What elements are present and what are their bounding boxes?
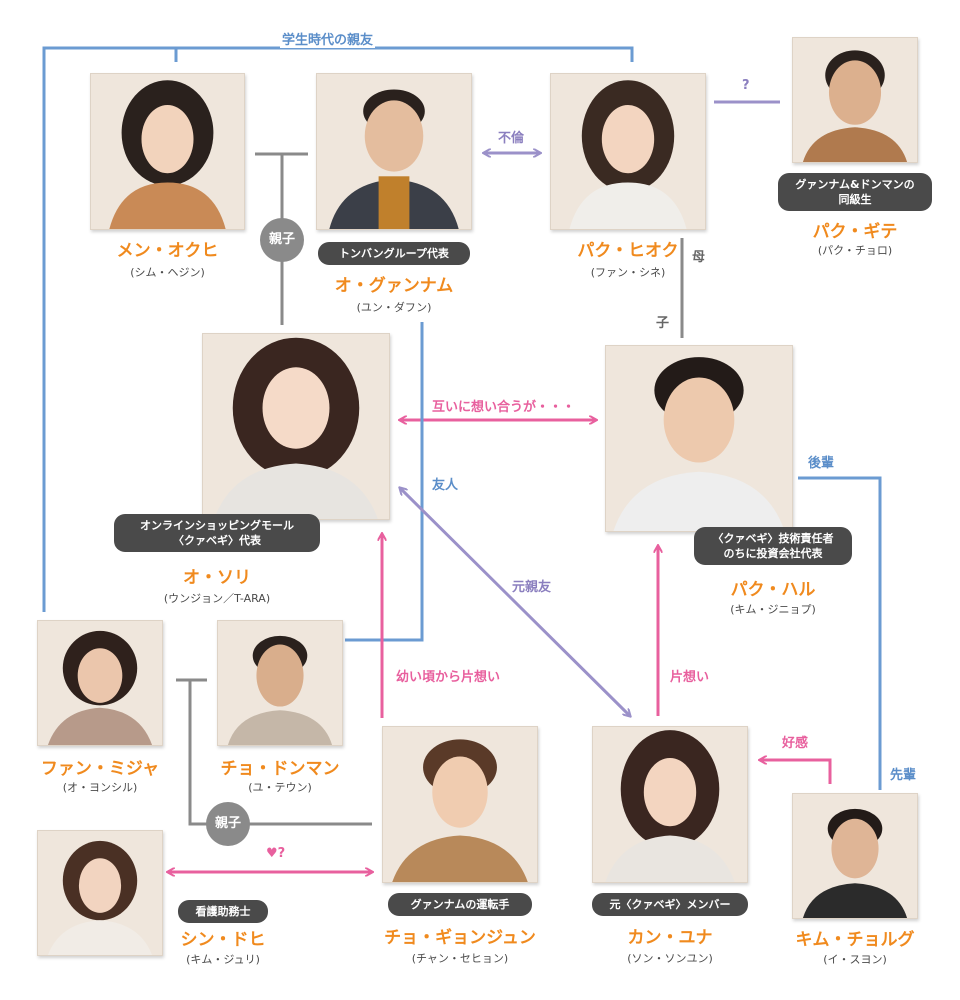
label-child: 子 [654,312,672,331]
label-friend: 友人 [430,474,461,493]
label-senior: 先輩 [888,764,919,783]
label-junior: 後輩 [806,452,837,471]
line-ex-best-friend [400,488,630,716]
photo-cho-gyeongjun [382,726,538,883]
name-oh-sori: オ・ソリ [183,568,251,588]
name-oh-gwannam: オ・グァンナム [334,276,454,296]
line-fondness [760,760,832,784]
label-mother: 母 [690,246,708,265]
actor-kang-yuna: (ソン・ソンユン) [627,952,713,965]
label-mutual-love: 互いに想い合うが・・・ [430,396,578,415]
label-childhood-crush: 幼い頃から片想い [394,666,503,685]
label-question: ? [740,78,752,93]
photo-kang-yuna [592,726,748,883]
role-badge-park-haru: 〈クァベギ〉技術責任者 のちに投資会社代表 [694,527,852,565]
actor-oh-gwannam: (ユン・ダフン) [356,301,432,314]
line-parent-child-2 [188,680,372,826]
actor-hwang-mija: (オ・ヨンシル) [62,781,138,794]
actor-cho-dongman: (ユ・テウン) [248,781,312,794]
role-badge-kang-yuna: 元〈クァベギ〉メンバー [592,893,748,916]
actor-min-okhee: (シム・ヘジン) [130,266,205,279]
name-kim-chorgu: キム・チョルグ [795,930,915,950]
name-cho-gyeongjun: チョ・ギョンジュン [384,928,536,948]
actor-kim-chorgu: (イ・スヨン) [823,953,887,966]
badge-parent-child-1: 親子 [260,218,304,262]
role-badge-shin-dohee: 看護助務士 [178,900,268,923]
label-one-sided: 片想い [668,666,712,685]
role-badge-oh-sori: オンラインショッピングモール 〈クァベギ〉代表 [114,514,320,552]
photo-hwang-mija [37,620,163,746]
photo-oh-gwannam [316,73,472,230]
label-affair: 不倫 [496,127,527,146]
badge-parent-child-2: 親子 [206,802,250,846]
name-park-gite: パク・ギテ [812,222,898,242]
photo-park-haru [605,345,793,532]
actor-oh-sori: (ウンジョン／T-ARA) [163,592,271,605]
label-school-friends: 学生時代の親友 [280,29,376,48]
name-shin-dohee: シン・ドヒ [180,930,266,950]
photo-min-okhee [90,73,245,230]
photo-kim-chorgu [792,793,918,919]
name-cho-dongman: チョ・ドンマン [220,759,340,779]
line-school-friends [42,46,634,612]
role-badge-park-gite: グァンナム&ドンマンの 同級生 [778,173,932,211]
photo-park-gite [792,37,918,163]
name-hwang-mija: ファン・ミジャ [40,759,160,779]
role-badge-cho-gyeongjun: グァンナムの運転手 [388,893,532,916]
name-park-haru: パク・ハル [730,580,816,600]
name-kang-yuna: カン・ユナ [627,928,713,948]
actor-cho-gyeongjun: (チャン・セヒョン) [411,952,509,965]
label-fondness: 好感 [780,732,811,751]
actor-shin-dohee: (キム・ジュリ) [186,953,260,966]
photo-cho-dongman [217,620,343,746]
photo-shin-dohee [37,830,163,956]
role-badge-oh-gwannam: トンバングループ代表 [318,242,470,265]
name-park-hiok: パク・ヒオク [577,241,679,261]
label-heart-question: ♥? [264,846,288,861]
label-ex-best-friend: 元親友 [510,576,554,595]
photo-oh-sori [202,333,390,520]
actor-park-hiok: (ファン・シネ) [590,266,666,279]
line-junior-senior [798,476,882,790]
photo-park-hiok [550,73,706,230]
name-min-okhee: メン・オクヒ [116,241,219,261]
actor-park-haru: (キム・ジニョプ) [730,603,816,616]
actor-park-gite: (パク・チョロ) [817,244,893,257]
